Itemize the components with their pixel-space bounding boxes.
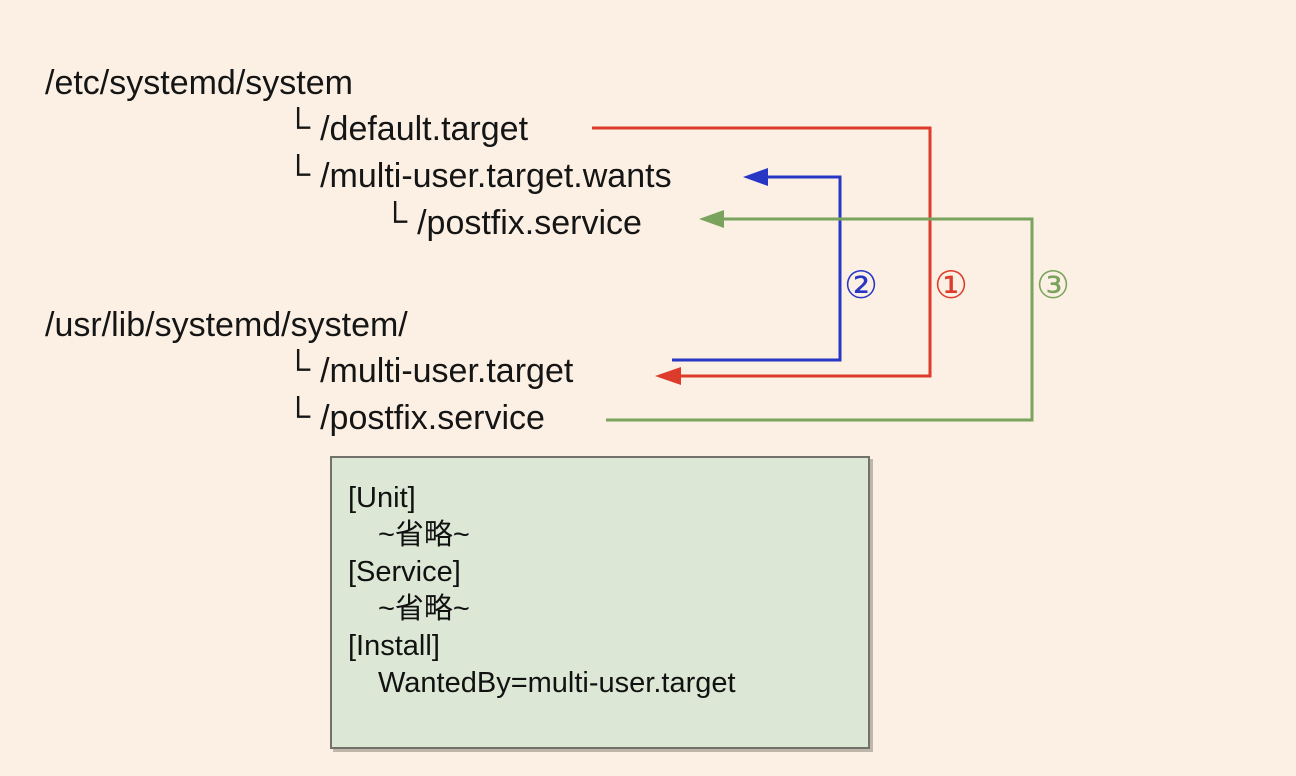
arrow-3-badge: ③ (1036, 265, 1071, 307)
etc-tree-root: /etc/systemd/system (45, 64, 353, 102)
branch-icon: └ (286, 108, 311, 146)
arrow-1-left-arrowhead-icon (655, 367, 681, 385)
branch-icon: └ (286, 397, 311, 435)
branch-icon: └ (286, 155, 311, 193)
unit-file-line-omitted: ~省略~ (378, 519, 470, 551)
unit-file-line-install-header: [Install] (348, 630, 440, 662)
tree-item-multi-user-target: └/multi-user.target (286, 350, 574, 390)
tree-item-label: /postfix.service (417, 204, 642, 242)
unit-file-line-unit-header: [Unit] (348, 482, 416, 514)
tree-item-label: /multi-user.target (320, 352, 574, 390)
tree-item-label: /multi-user.target.wants (320, 157, 672, 195)
etc-root-label: /etc/systemd/system (45, 64, 353, 102)
branch-icon: └ (286, 350, 311, 388)
arrow-3-line (606, 217, 1034, 422)
arrow-2-line (672, 175, 842, 362)
unit-file-line-wantedby: WantedBy=multi-user.target (378, 667, 736, 699)
arrow-1-badge: ① (934, 265, 969, 307)
arrow-2-left-arrowhead-icon (743, 168, 768, 186)
arrow-2-badge: ② (844, 265, 879, 307)
unit-file-line-omitted: ~省略~ (378, 593, 470, 625)
tree-item-postfix-service-usr: └/postfix.service (286, 397, 545, 437)
usr-tree-root: /usr/lib/systemd/system/ (45, 306, 408, 344)
tree-item-label: /default.target (320, 110, 529, 148)
branch-icon: └ (383, 202, 408, 240)
arrow-3-left-arrowhead-icon (699, 210, 724, 228)
tree-item-multi-user-target-wants: └/multi-user.target.wants (286, 155, 672, 195)
tree-item-postfix-service-etc: └/postfix.service (383, 202, 642, 242)
unit-file-line-service-header: [Service] (348, 556, 461, 588)
tree-item-label: /postfix.service (320, 399, 545, 437)
tree-item-default-target: └/default.target (286, 108, 529, 148)
unit-file-box: [Unit] ~省略~ [Service] ~省略~ [Install] Wan… (330, 456, 870, 749)
usr-root-label: /usr/lib/systemd/system/ (45, 306, 408, 344)
